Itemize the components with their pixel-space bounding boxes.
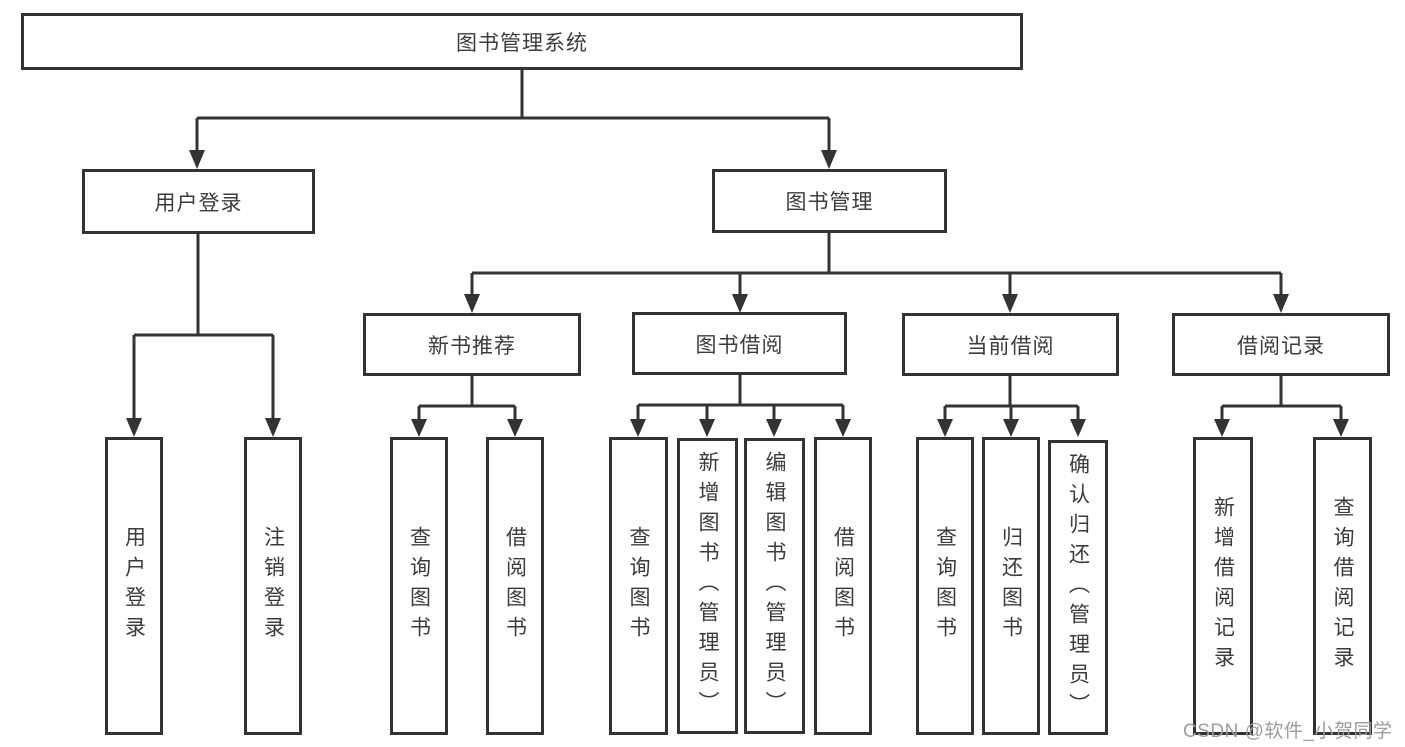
- leaf-borrow-query-book: 查询图书: [609, 437, 668, 735]
- leaf-current-return-book: 归还图书: [982, 437, 1040, 735]
- leaf-current-confirm-return-admin-label: 确认归还（管理员）: [1066, 452, 1090, 723]
- leaf-borrow-borrow-book-label: 借阅图书: [831, 526, 855, 646]
- leaf-borrow-edit-book-admin: 编辑图书（管理员）: [744, 438, 805, 734]
- node-new-book-recommend: 新书推荐: [363, 313, 581, 376]
- leaf-current-query-book-label: 查询图书: [933, 526, 957, 646]
- leaf-borrow-query-book-label: 查询图书: [627, 526, 650, 646]
- leaf-recommend-borrow-book-label: 借阅图书: [503, 526, 527, 646]
- leaf-borrow-add-book-admin: 新增图书（管理员）: [677, 438, 738, 734]
- leaf-recommend-query-book: 查询图书: [390, 437, 448, 735]
- leaf-current-confirm-return-admin: 确认归还（管理员）: [1048, 440, 1108, 735]
- leaf-user-login-label: 用户登录: [122, 526, 146, 646]
- node-user-login: 用户登录: [82, 169, 315, 234]
- leaf-recommend-query-book-label: 查询图书: [407, 526, 431, 646]
- leaf-current-query-book: 查询图书: [916, 437, 974, 735]
- node-current-borrow: 当前借阅: [902, 313, 1119, 376]
- leaf-recommend-borrow-book: 借阅图书: [486, 437, 544, 735]
- leaf-current-return-book-label: 归还图书: [999, 526, 1023, 646]
- leaf-logout-login: 注销登录: [244, 437, 302, 735]
- node-borrow-records: 借阅记录: [1172, 313, 1390, 376]
- node-root-label: 图书管理系统: [456, 31, 588, 55]
- node-user-login-label: 用户登录: [154, 191, 243, 215]
- leaf-borrow-borrow-book: 借阅图书: [814, 437, 872, 735]
- node-book-borrow: 图书借阅: [632, 312, 847, 375]
- csdn-watermark: CSDN @软件_小贺同学: [1183, 721, 1393, 742]
- node-borrow-records-label: 借阅记录: [1237, 334, 1325, 358]
- leaf-borrow-add-book-admin-label: 新增图书（管理员）: [696, 451, 719, 721]
- leaf-user-login: 用户登录: [105, 437, 163, 735]
- leaf-records-add-record-label: 新增借阅记录: [1211, 496, 1235, 676]
- node-root: 图书管理系统: [21, 13, 1023, 70]
- leaf-records-add-record: 新增借阅记录: [1193, 437, 1253, 735]
- node-book-management-label: 图书管理: [785, 191, 874, 214]
- leaf-borrow-edit-book-admin-label: 编辑图书（管理员）: [763, 451, 786, 721]
- leaf-records-query-record-label: 查询借阅记录: [1331, 496, 1354, 676]
- node-book-borrow-label: 图书借阅: [695, 333, 784, 357]
- node-book-management: 图书管理: [712, 169, 947, 233]
- node-current-borrow-label: 当前借阅: [966, 334, 1055, 358]
- leaf-logout-login-label: 注销登录: [261, 526, 285, 646]
- node-new-book-recommend-label: 新书推荐: [428, 334, 516, 358]
- leaf-records-query-record: 查询借阅记录: [1313, 437, 1372, 735]
